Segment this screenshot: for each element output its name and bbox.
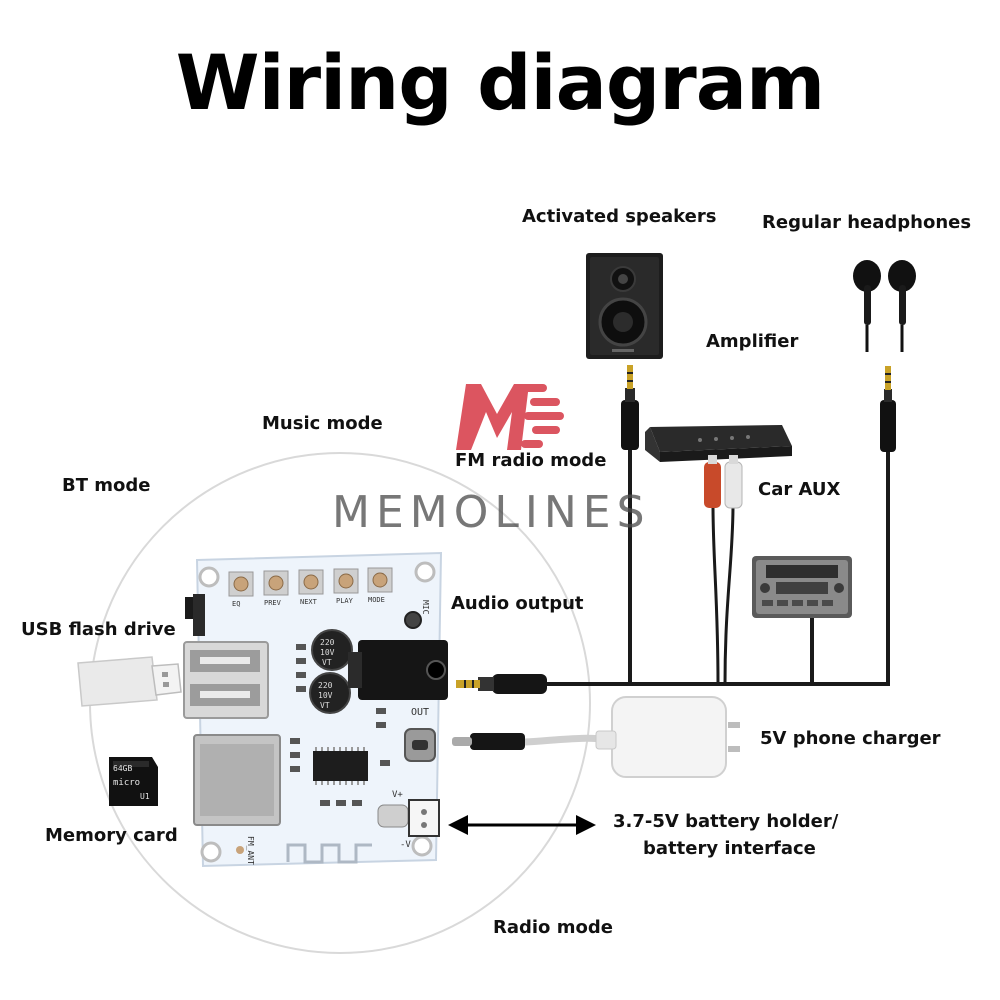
- watermark-text: MEMOLINES: [332, 487, 651, 538]
- label-fm-radio-mode: FM radio mode: [455, 450, 607, 471]
- board-buttons: [228, 567, 393, 597]
- board-btn3-label: NEXT: [300, 598, 318, 606]
- main-audio-cable: [545, 450, 890, 686]
- headphone-plug-icon: [880, 366, 896, 452]
- label-battery-line1: 3.7-5V battery holder/: [613, 811, 839, 832]
- label-audio-output: Audio output: [451, 593, 584, 614]
- sd-card-capacity: 64GB: [113, 764, 132, 773]
- usb-flash-drive-icon: [77, 656, 182, 707]
- board-out-label: OUT: [411, 707, 429, 718]
- label-5v-phone-charger: 5V phone charger: [760, 728, 941, 749]
- speaker-icon: [586, 253, 663, 359]
- board-vplus-label: V+: [392, 790, 403, 800]
- amplifier-icon: [645, 425, 792, 462]
- sd-card-class: U1: [140, 792, 150, 801]
- cap2-series: VT: [320, 701, 330, 710]
- sd-card-icon: [109, 757, 158, 806]
- board-fm-ant-label: FM_ANT: [246, 836, 255, 865]
- board-mic-label: MIC: [421, 600, 430, 615]
- charger-icon: [595, 696, 740, 778]
- audio-plug-icon: [456, 674, 547, 694]
- board-btn2-label: PREV: [264, 599, 282, 607]
- cap1-value: 220: [320, 638, 335, 647]
- rca-plugs-icon: [704, 455, 743, 509]
- cap1-series: VT: [322, 658, 332, 667]
- cap1-voltage: 10V: [320, 648, 335, 657]
- label-radio-mode: Radio mode: [493, 917, 613, 938]
- sd-card-brand: micro: [113, 778, 140, 788]
- board-vminus-label: -V: [400, 840, 411, 850]
- label-usb-flash-drive: USB flash drive: [21, 619, 176, 640]
- module-board: [183, 551, 448, 868]
- label-music-mode: Music mode: [262, 413, 383, 434]
- label-regular-headphones: Regular headphones: [762, 212, 972, 233]
- label-activated-speakers: Activated speakers: [522, 206, 717, 227]
- label-memory-card: Memory card: [45, 825, 178, 846]
- rca-cable: [711, 504, 720, 685]
- rca-cable-2: [723, 504, 735, 685]
- usbc-plug-icon: [452, 733, 525, 750]
- label-car-aux: Car AUX: [758, 479, 841, 500]
- board-btn5-label: MODE: [368, 596, 385, 604]
- cap2-value: 220: [318, 681, 333, 690]
- board-btn1-label: EQ: [232, 600, 240, 608]
- label-battery-line2: battery interface: [643, 838, 816, 859]
- headphones-icon: [853, 260, 916, 352]
- speaker-plug-icon: [621, 365, 639, 450]
- board-btn4-label: PLAY: [336, 597, 354, 605]
- label-amplifier: Amplifier: [706, 331, 799, 352]
- battery-double-arrow: [448, 815, 596, 835]
- page-title: Wiring diagram: [175, 38, 825, 127]
- cap2-voltage: 10V: [318, 691, 333, 700]
- watermark-logo-icon: [456, 384, 564, 450]
- car-stereo-icon: [752, 556, 852, 618]
- label-bt-mode: BT mode: [62, 475, 151, 496]
